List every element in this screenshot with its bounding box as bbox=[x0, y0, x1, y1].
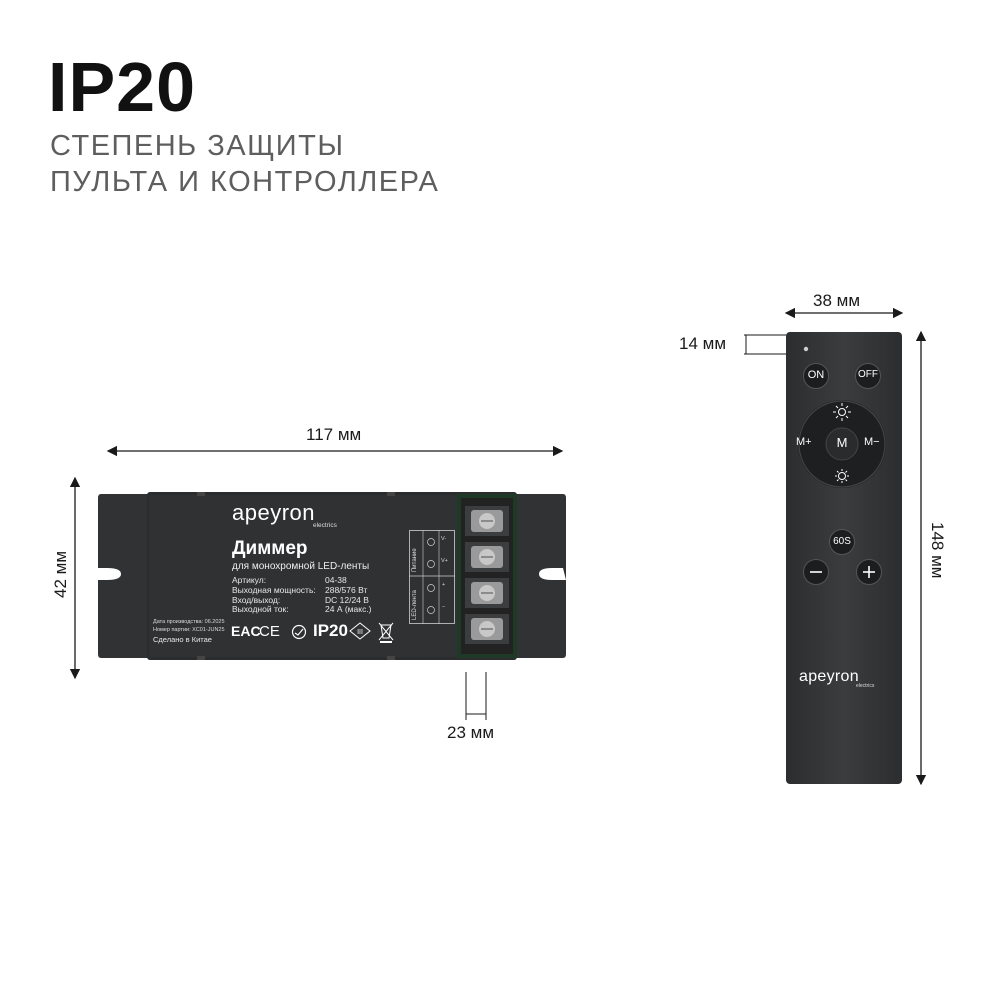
remote-body bbox=[786, 332, 902, 784]
terminal-sign-1: V- bbox=[441, 536, 447, 542]
terminal-screws bbox=[465, 506, 509, 644]
class-iii-icon: III bbox=[349, 622, 371, 640]
terminal-sign-3: + bbox=[442, 582, 446, 588]
plus-icon bbox=[863, 566, 875, 578]
timer-label: 60S bbox=[833, 536, 851, 547]
terminal-screw-2 bbox=[465, 542, 509, 572]
m-minus-button[interactable]: M− bbox=[864, 436, 880, 448]
page-title: IP20 bbox=[48, 48, 196, 126]
ip-mark: IP20 bbox=[313, 621, 348, 640]
dim-remote-width: 38 мм bbox=[813, 291, 861, 310]
dim-controller-height: 42 мм bbox=[51, 550, 70, 598]
remote-brand-sub: electrics bbox=[856, 683, 875, 689]
plus-button[interactable] bbox=[855, 558, 883, 586]
terminal-screw-1 bbox=[465, 506, 509, 536]
spec-value-current: 24 А (макс.) bbox=[325, 604, 372, 615]
spec-label-article: Артикул: bbox=[232, 575, 267, 585]
terminal-label-panel bbox=[409, 530, 455, 624]
terminal-sign-2: V+ bbox=[441, 558, 448, 564]
brightness-down-button[interactable] bbox=[832, 466, 852, 486]
spec-label-io: Вход/выход: bbox=[232, 594, 281, 605]
controller-description: для монохромной LED-ленты bbox=[232, 561, 370, 572]
dim-controller-width: 117 мм bbox=[306, 425, 362, 444]
svg-text:III: III bbox=[357, 629, 363, 636]
sun-bright-icon bbox=[833, 403, 851, 421]
m-plus-button[interactable]: M+ bbox=[796, 436, 812, 448]
spec-label-current: Выходной ток: bbox=[232, 604, 289, 615]
spec-values: 04-38 288/576 Вт DC 12/24 В 24 А (макс.) bbox=[325, 575, 372, 615]
spec-value-article: 04-38 bbox=[325, 575, 347, 585]
timer-button[interactable] bbox=[828, 528, 856, 556]
eac-mark: EAC bbox=[231, 623, 261, 639]
dim-remote-offset: 14 мм bbox=[679, 334, 727, 353]
sun-dim-icon bbox=[835, 469, 849, 483]
ce-mark: CE bbox=[259, 623, 280, 640]
on-label: ON bbox=[807, 369, 825, 381]
dim-remote-height: 148 мм bbox=[928, 522, 947, 579]
spec-value-power: 288/576 Вт bbox=[325, 584, 368, 595]
off-label: OFF bbox=[858, 369, 878, 380]
subtitle-line-1: СТЕПЕНЬ ЗАЩИТЫ bbox=[50, 130, 345, 162]
remote-brand-logo: apeyron bbox=[799, 668, 859, 685]
controller-brand-logo: apeyron bbox=[232, 500, 316, 525]
brightness-up-button[interactable] bbox=[832, 402, 852, 422]
m-button[interactable]: M bbox=[836, 435, 848, 450]
on-button[interactable] bbox=[802, 362, 830, 390]
controller-name: Диммер bbox=[232, 538, 308, 559]
terminal-screw-3 bbox=[465, 578, 509, 608]
production-date: Дата производства: 06.2025 bbox=[153, 619, 225, 625]
spec-labels: Артикул: Выходная мощность: Вход/выход: … bbox=[232, 575, 316, 615]
weee-bin-icon bbox=[378, 622, 394, 643]
minus-button[interactable] bbox=[802, 558, 830, 586]
power-label: Питание bbox=[412, 548, 418, 572]
controller-device: Питание LED-лента V- V+ + − apeyron elec… bbox=[97, 492, 567, 660]
terminal-screw-4 bbox=[465, 614, 509, 644]
dim-terminal-width: 23 мм bbox=[447, 723, 495, 742]
spec-label-power: Выходная мощность: bbox=[232, 584, 316, 595]
controller-brand-sub: electrics bbox=[313, 522, 337, 529]
batch-number: Номер партии: XC01-JUN25 bbox=[153, 627, 225, 633]
led-label: LED-лента bbox=[412, 590, 418, 620]
terminal-sign-4: − bbox=[442, 604, 446, 610]
made-in: Сделано в Китае bbox=[153, 635, 212, 644]
eco-icon bbox=[291, 624, 307, 640]
remote-control: ON OFF M+ M− M 60S apeyron ele bbox=[786, 332, 902, 784]
spec-value-io: DC 12/24 В bbox=[325, 594, 369, 605]
subtitle-line-2: ПУЛЬТА И КОНТРОЛЛЕРА bbox=[50, 166, 440, 198]
off-button[interactable] bbox=[854, 362, 882, 390]
